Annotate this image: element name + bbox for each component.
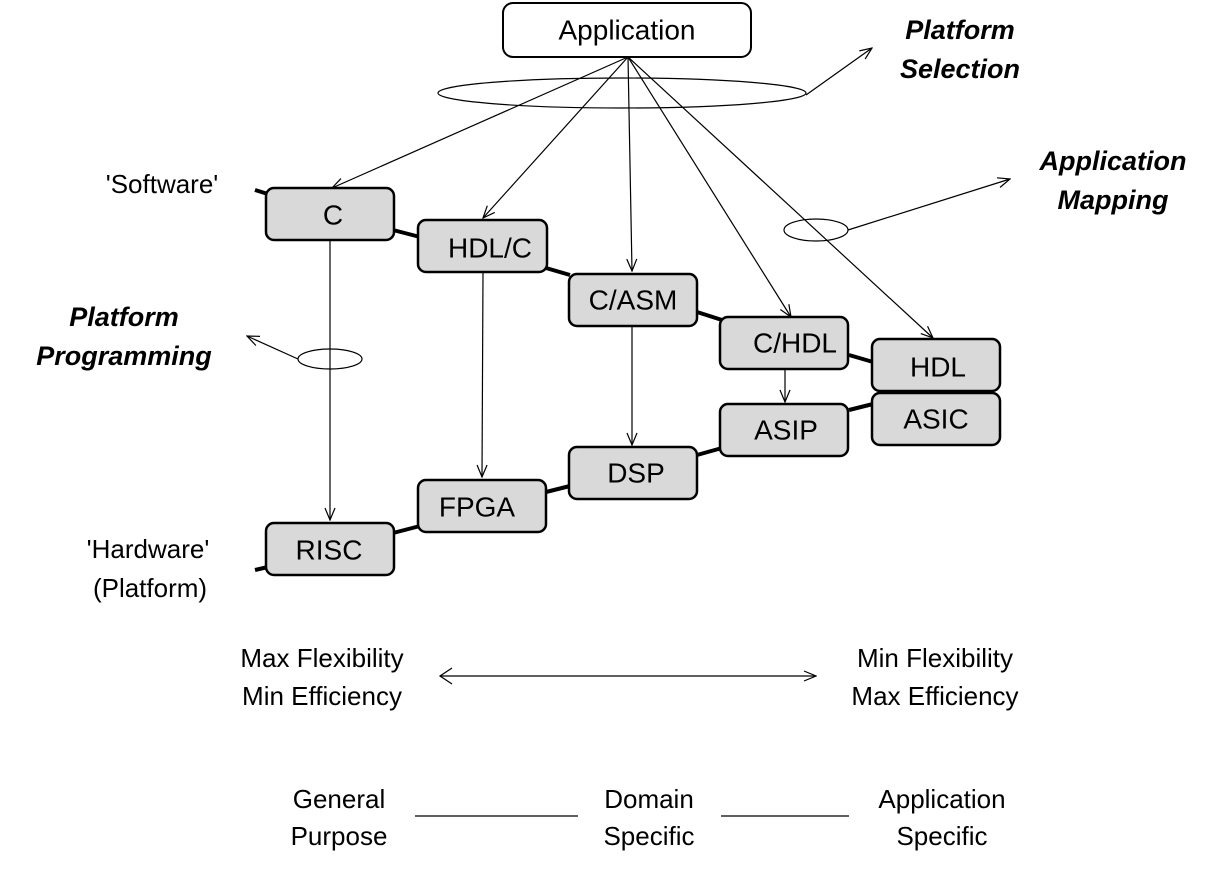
platform-programming-label-2: Programming xyxy=(36,341,212,371)
sw-node-label: C xyxy=(323,200,343,231)
sw-node-c-asm[interactable]: C/ASM xyxy=(567,272,699,328)
tradeoff-left-1: Max Flexibility xyxy=(240,643,403,673)
spectrum-domain-2: Specific xyxy=(603,821,694,851)
spectrum-application-1: Application xyxy=(878,784,1005,814)
hw-node-asic[interactable]: ASIC xyxy=(870,391,1002,447)
hw-node-label: DSP xyxy=(607,458,665,489)
tradeoff-right-1: Min Flexibility xyxy=(857,643,1013,673)
application-mapping-label-1: Application xyxy=(1039,146,1187,176)
platform-programming-label-1: Platform xyxy=(69,302,179,332)
hardware-label-1: 'Hardware' xyxy=(87,534,210,564)
application-mapping-arrows xyxy=(332,56,933,338)
platform-selection-label-2: Selection xyxy=(900,54,1020,84)
sw-node-hdl[interactable]: HDL xyxy=(870,337,1002,393)
hw-node-label: ASIP xyxy=(754,415,818,446)
platform-selection-ellipse xyxy=(437,77,807,109)
sw-node-c-hdl[interactable]: C/HDL xyxy=(718,315,850,371)
sw-node-label: C/HDL xyxy=(753,328,837,359)
hw-node-risc[interactable]: RISC xyxy=(264,521,396,577)
hardware-label-2: (Platform) xyxy=(93,573,207,603)
spectrum-domain-1: Domain xyxy=(604,784,694,814)
sw-node-c[interactable]: C xyxy=(264,186,396,242)
software-label: 'Software' xyxy=(106,169,219,199)
tradeoff-arrowhead-left xyxy=(438,667,453,685)
hardware-chain xyxy=(254,402,874,572)
application-mapping-label-2: Mapping xyxy=(1058,185,1169,215)
sw-node-label: HDL/C xyxy=(448,233,532,264)
application-label: Application xyxy=(559,15,696,46)
hw-node-label: FPGA xyxy=(439,492,516,523)
spectrum-general-1: General xyxy=(293,784,386,814)
hw-node-label: ASIC xyxy=(903,404,968,435)
hw-node-label: RISC xyxy=(296,535,363,566)
spectrum-application-2: Specific xyxy=(896,821,987,851)
sw-node-label: HDL xyxy=(910,352,966,383)
sw-node-hdl-c[interactable]: HDL/C xyxy=(416,218,549,274)
hw-node-asip[interactable]: ASIP xyxy=(718,402,850,458)
application-node[interactable]: Application xyxy=(502,2,752,58)
tradeoff-left-2: Min Efficiency xyxy=(242,681,402,711)
sw-node-label: C/ASM xyxy=(589,285,678,316)
platform-programming-arrow xyxy=(247,336,299,360)
spectrum-general-2: Purpose xyxy=(291,821,388,851)
platform-selection-label-1: Platform xyxy=(905,15,1015,45)
platform-selection-arrow xyxy=(805,48,872,96)
hw-node-fpga[interactable]: FPGA xyxy=(416,478,548,534)
application-mapping-arrow xyxy=(847,179,1010,231)
tradeoff-right-2: Max Efficiency xyxy=(851,681,1018,711)
hw-node-dsp[interactable]: DSP xyxy=(567,445,699,501)
platform-programming-arrows xyxy=(330,241,785,520)
